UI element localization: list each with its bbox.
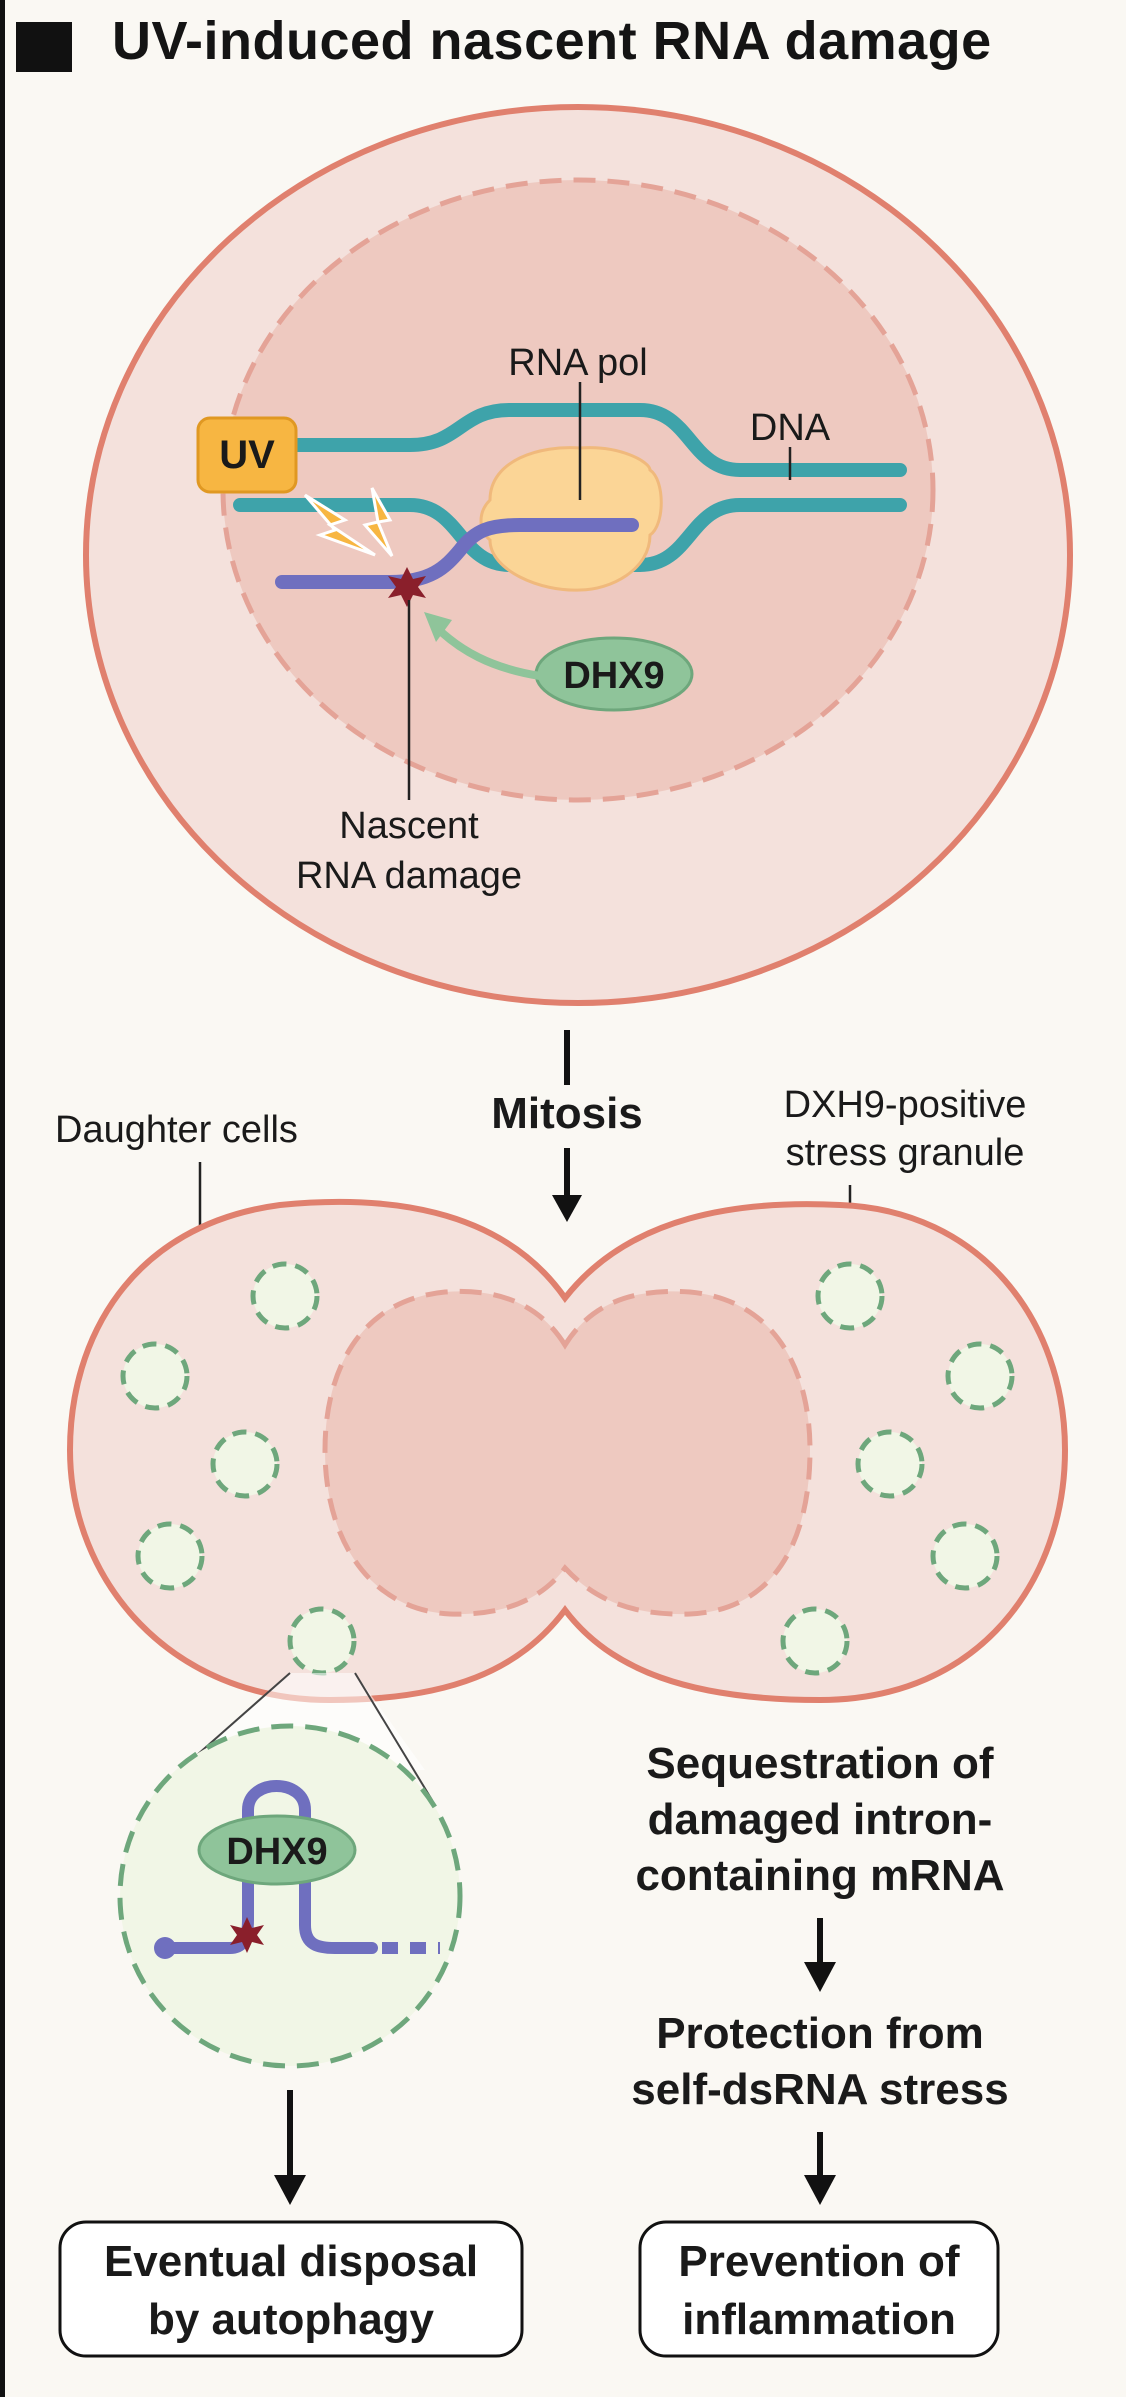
dna-top-strand xyxy=(233,403,907,477)
daughter-cells-label: Daughter cells xyxy=(55,1109,298,1151)
dhx9-protein: DHX9 xyxy=(534,636,694,712)
stress-granule xyxy=(287,1606,357,1676)
protection-line2: self-dsRNA stress xyxy=(631,2065,1008,2114)
stress-granule xyxy=(930,1521,1000,1591)
dhx9-arrowhead xyxy=(424,612,452,642)
protection-line1: Protection from xyxy=(656,2009,984,2058)
stress-granule xyxy=(855,1429,925,1499)
dhx9-arrow xyxy=(434,625,541,680)
autophagy-box: Eventual disposal by autophagy xyxy=(58,2220,524,2358)
dhx9-zoom xyxy=(197,1814,357,1886)
zoomed-granule: DHX9 xyxy=(117,1723,463,2069)
rna-pol-label: RNA pol xyxy=(508,342,647,384)
stress-granule xyxy=(780,1606,850,1676)
sequestration-line1: Sequestration of xyxy=(646,1739,993,1788)
stress-granule xyxy=(815,1261,885,1331)
sequestration-line3: containing mRNA xyxy=(635,1851,1004,1900)
granule-label-line2: stress granule xyxy=(786,1132,1025,1174)
prevention-line1: Prevention of xyxy=(678,2237,959,2286)
uv-badge: UV xyxy=(196,416,298,494)
disposal-line1: Eventual disposal xyxy=(104,2237,478,2286)
zoom-line-right xyxy=(354,1672,433,1801)
mitosis-arrowhead xyxy=(552,1195,582,1222)
sequestration-line2: damaged intron- xyxy=(648,1795,993,1844)
protection-arrowhead xyxy=(804,1962,836,1992)
nascent-label-line1: Nascent xyxy=(339,805,479,847)
left-border xyxy=(0,0,5,2397)
dhx9-label: DHX9 xyxy=(563,655,664,697)
nascent-label-line2: RNA damage xyxy=(296,855,522,897)
inflammation-box: Prevention of inflammation xyxy=(638,2220,1000,2358)
stress-granule xyxy=(135,1521,205,1591)
damage-star-zoom xyxy=(230,1917,264,1953)
prevention-arrowhead xyxy=(804,2175,836,2205)
daughter-cells xyxy=(66,1198,1069,1704)
damage-star xyxy=(388,567,426,607)
uv-label: UV xyxy=(219,433,275,477)
granule-label-line1: DXH9-positive xyxy=(784,1084,1027,1126)
stress-granule xyxy=(250,1261,320,1331)
stress-granule xyxy=(210,1429,280,1499)
figure-title: UV-induced nascent RNA damage xyxy=(112,11,992,71)
stress-granules xyxy=(120,1261,1015,1676)
prevention-line2: inflammation xyxy=(682,2295,956,2344)
stress-granule xyxy=(945,1341,1015,1411)
title-marker xyxy=(16,22,72,72)
mitosis-label: Mitosis xyxy=(491,1089,643,1138)
dhx9-zoom-label: DHX9 xyxy=(226,1831,327,1873)
rna-cap xyxy=(154,1937,176,1959)
stress-granule xyxy=(120,1341,190,1411)
disposal-line2: by autophagy xyxy=(148,2295,435,2344)
dna-label: DNA xyxy=(750,407,831,449)
dividing-nucleus xyxy=(322,1288,813,1617)
autophagy-arrowhead xyxy=(274,2175,306,2205)
lightning-icon xyxy=(303,487,394,557)
